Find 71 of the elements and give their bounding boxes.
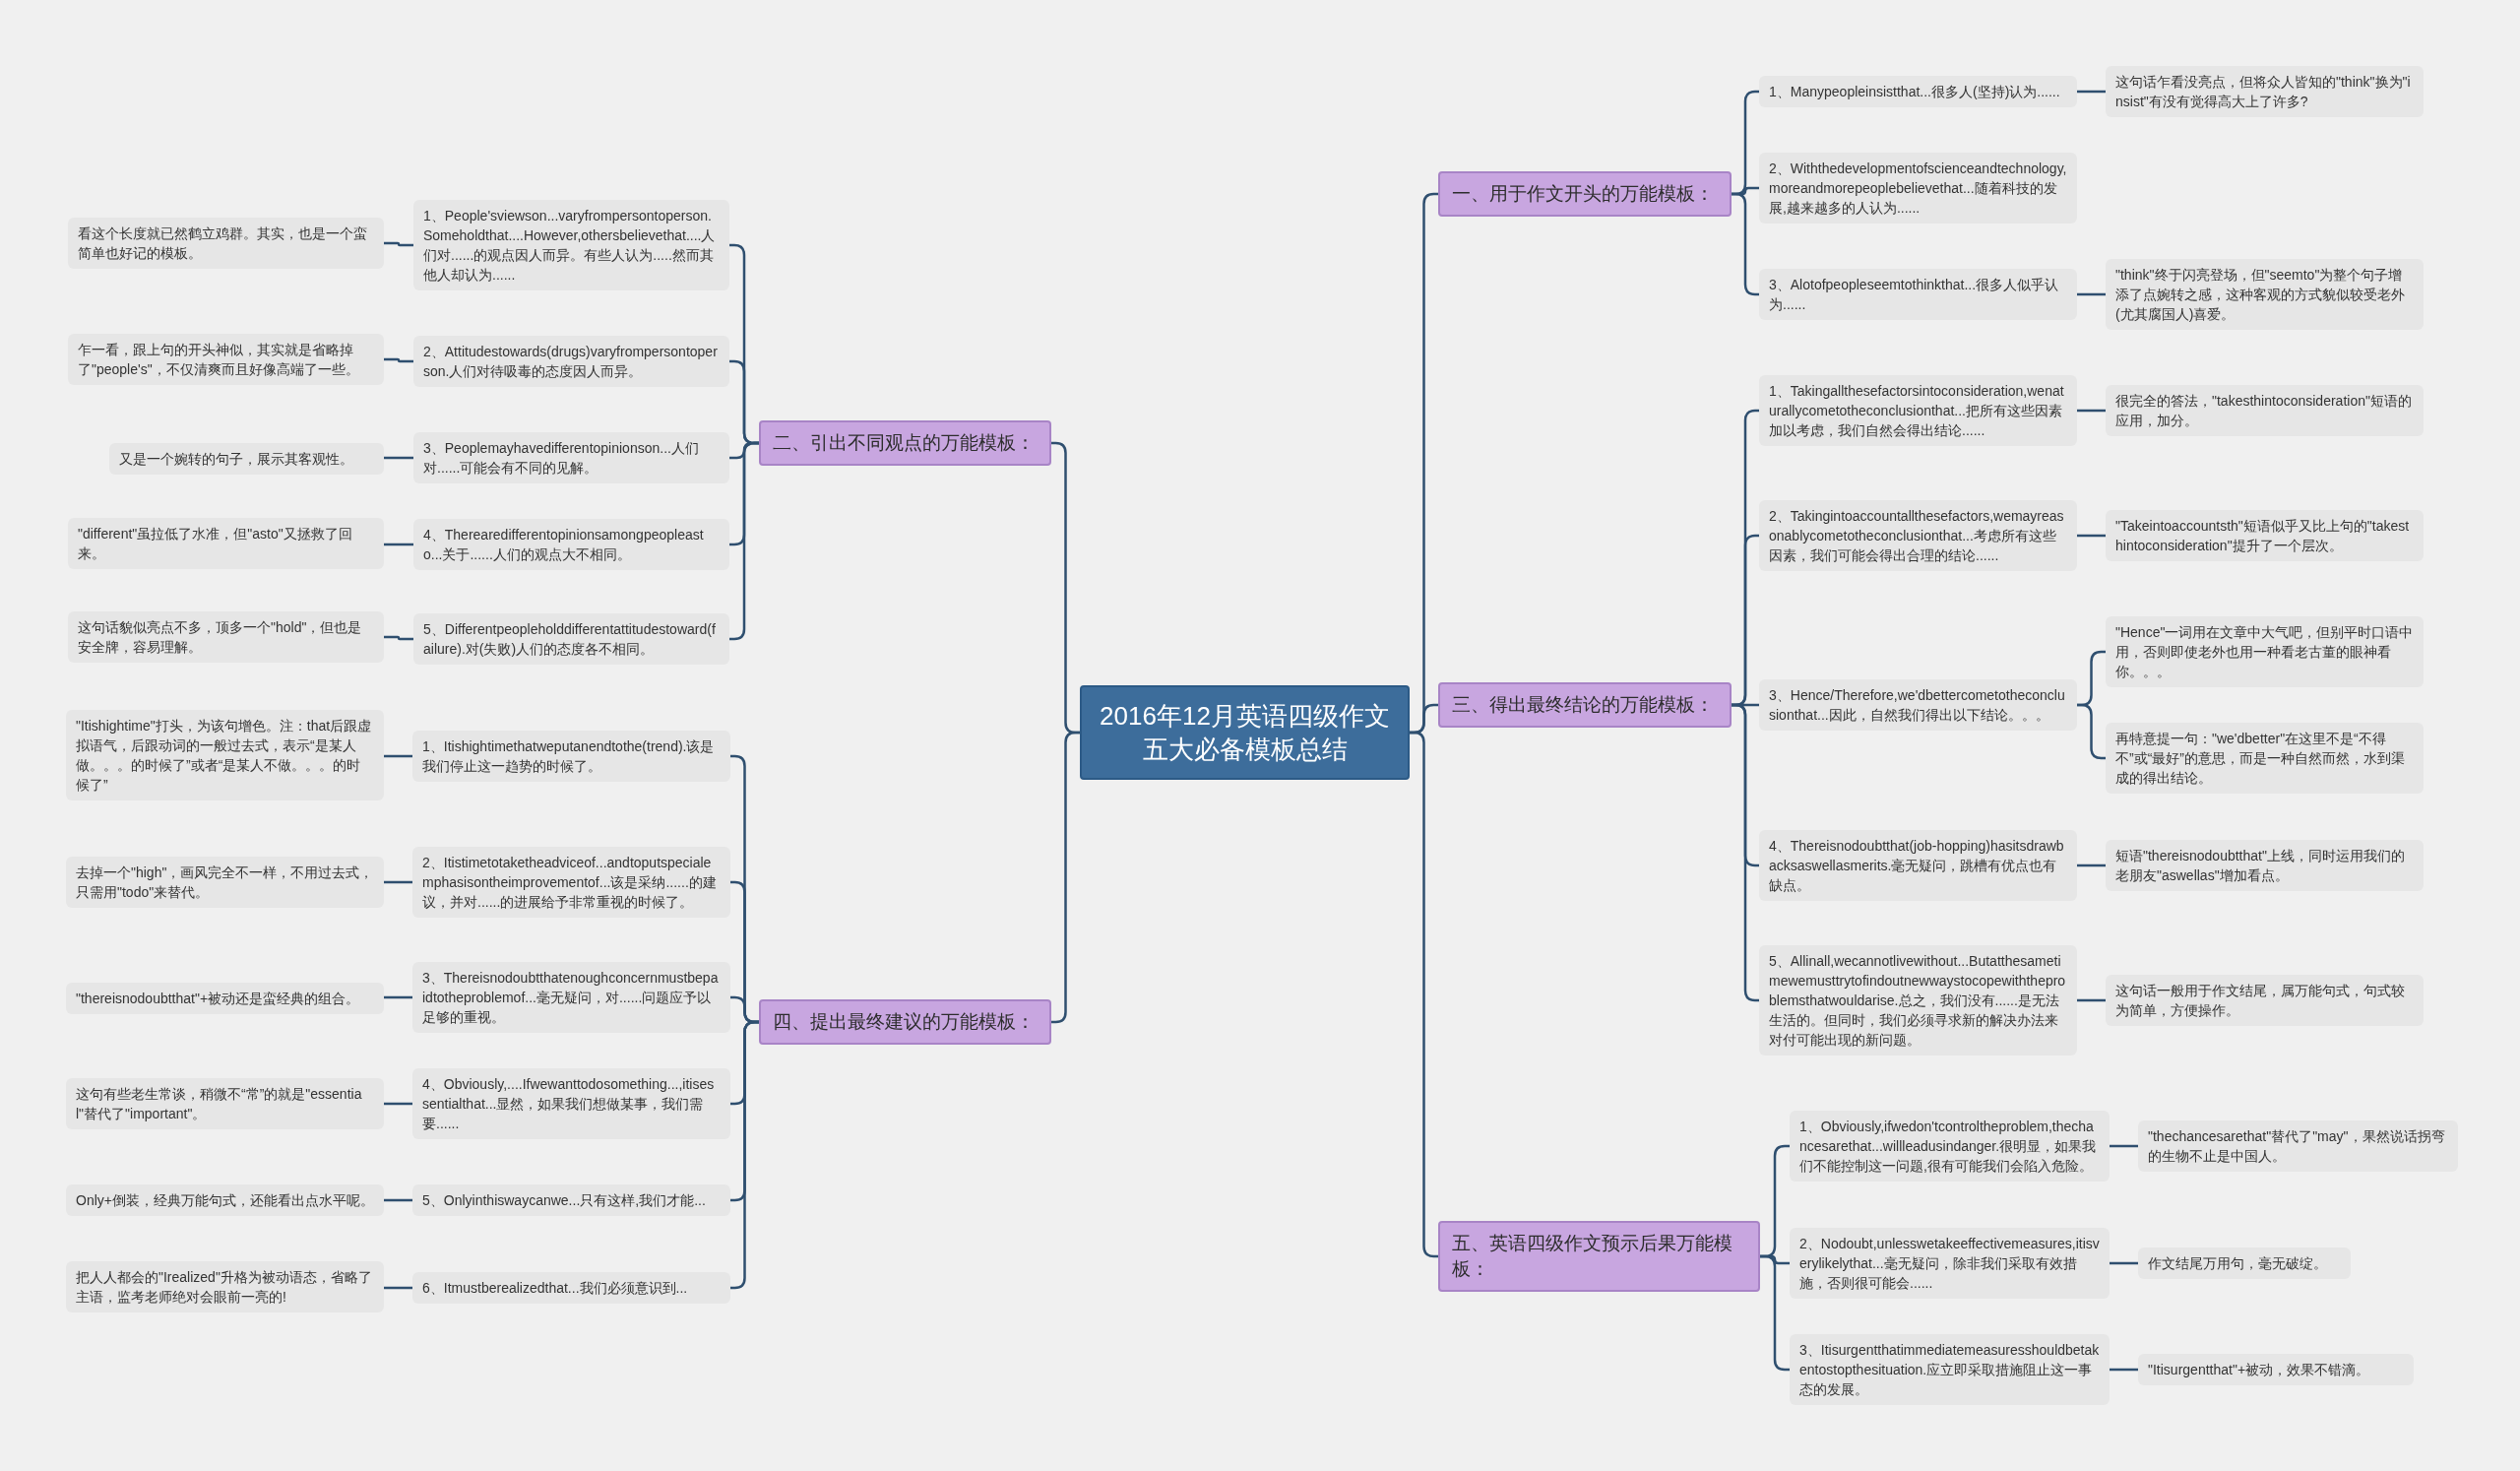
note-card: 4、Therearedifferentopinionsamongpeopleasto...关于......人们的观点大不相同。 [413,519,729,570]
note-card: 5、Differentpeopleholddifferentattitudestoward(failure).对(失败)人们的态度各不相同。 [413,613,729,665]
branch-topic: 二、引出不同观点的万能模板： [759,420,1051,466]
note-card: 5、Onlyinthiswaycanwe...只有这样,我们才能... [412,1184,730,1216]
note-card: 这句话乍看没亮点，但将众人皆知的"think"换为"insist"有没有觉得高大上了许多? [2106,66,2424,117]
note-card: 2、Nodoubt,unlesswetakeeffectivemeasures,itisverylikelythat...毫无疑问，除非我们采取有效措施，否则很可能会...... [1790,1228,2110,1299]
connector-line [2077,703,2106,760]
connector-line [384,241,413,247]
note-card: 3、Peoplemayhavedifferentopinionson...人们对......可能会有不同的见解。 [413,432,729,483]
connector-line [2077,90,2106,94]
note-card: 这句话一般用于作文结尾，属万能句式，句式较为简单，方便操作。 [2106,975,2424,1026]
note-card: 很完全的答法，"takesthintoconsideration"短语的应用，加分。 [2106,385,2424,436]
note-card: 再特意提一句："we'dbetter"在这里不是“不得不”或“最好”的意思，而是一种自然而然，水到渠成的得出结论。 [2106,723,2424,794]
note-card: 作文结尾万用句，毫无破绽。 [2138,1247,2351,1279]
note-card: 3、Thereisnodoubtthatenoughconcernmustbepaidtotheproblemof...毫无疑问，对......问题应予以足够的重视。 [412,962,730,1033]
note-card: 5、Allinall,wecannotlivewithout...Butatthesametimewemusttrytofindoutnewwaystocopewiththeproblemsthatwouldarise.总之，我们没有......是无法生活的。但同时，我们必须寻求新的解决办法来对付可能出现的新问题。 [1759,945,2077,1055]
branch-topic: 四、提出最终建议的万能模板： [759,999,1051,1045]
connector-line [384,1286,412,1290]
connector-line [384,995,412,999]
note-card: "Takeintoaccountsth"短语似乎又比上句的"takesthintoconsideration"提升了一个层次。 [2106,510,2424,561]
note-card: 1、Itishightimethatweputanendtothe(trend).该是我们停止这一趋势的时候了。 [412,731,730,782]
connector-line [2110,1144,2138,1148]
connector-line [2110,1261,2138,1265]
connector-line [2077,998,2106,1002]
note-card: "Itishightime"打头，为该句增色。注：that后跟虚拟语气，后跟动词的一般过去式，表示“是某人做。。。的时候了”或者“是某人不做。。。的时候了” [66,710,384,800]
branch-topic: 五、英语四级作文预示后果万能模板： [1438,1221,1760,1292]
note-card: 3、Alotofpeopleseemtothinkthat...很多人似乎认为...... [1759,269,2077,320]
note-card: "different"虽拉低了水准，但"asto"又拯救了回来。 [68,518,384,569]
note-card: 去掉一个"high"，画风完全不一样，不用过去式，只需用"todo"来替代。 [66,857,384,908]
branch-topic: 三、得出最终结论的万能模板： [1438,682,1732,728]
connector-line [384,1198,412,1202]
branch-topic: 一、用于作文开头的万能模板： [1438,171,1732,217]
connector-line [2077,409,2106,413]
note-card: 1、People'sviewson...varyfrompersontoperson.Someholdthat....However,othersbelievethat....人们对......的观点因人而异。有些人认为.....然而其他人却认为...... [413,200,729,290]
note-card: 短语"thereisnodoubtthat"上线，同时运用我们的老朋友"aswellas"增加看点。 [2106,840,2424,891]
note-card: "think"终于闪亮登场，但"seemto"为整个句子增添了点婉转之感，这种客观的方式貌似较受老外(尤其腐国人)喜爱。 [2106,259,2424,330]
note-card: 这句话貌似亮点不多，顶多一个"hold"，但也是安全牌，容易理解。 [68,611,384,663]
note-card: 1、Obviously,ifwedon'tcontroltheproblem,thechancesarethat...willleadusindanger.很明显，如果我们不能控制这一问题,很有可能我们会陷入危险。 [1790,1111,2110,1182]
note-card: "thechancesarethat"替代了"may"，果然说话拐弯的生物不止是中国人。 [2138,1120,2458,1172]
note-card: 4、Thereisnodoubtthat(job-hopping)hasitsdrawbacksaswellasmerits.毫无疑问，跳槽有优点也有缺点。 [1759,830,2077,901]
note-card: 6、Itmustberealizedthat...我们必须意识到... [412,1272,730,1304]
connector-line [384,880,412,884]
note-card: 3、Itisurgentthatimmediatemeasuresshouldbetakentostopthesituation.应立即采取措施阻止这一事态的发展。 [1790,1334,2110,1405]
note-card: 3、Hence/Therefore,we'dbettercometotheconclusionthat...因此，自然我们得出以下结论。。。 [1759,679,2077,731]
note-card: 把人人都会的"Irealized"升格为被动语态，省略了主语，监考老师绝对会眼前一亮的! [66,1261,384,1312]
central-topic: 2016年12月英语四级作文五大必备模板总结 [1080,685,1410,780]
note-card: 1、Takingallthesefactorsintoconsideration,wenaturallycometotheconclusionthat...把所有这些因素加以考虑，我们自然会得出结论...... [1759,375,2077,446]
connector-line [2077,863,2106,867]
note-card: 乍一看，跟上句的开头神似，其实就是省略掉了"people's"，不仅清爽而且好像高端了一些。 [68,334,384,385]
connector-line [384,357,413,363]
note-card: 1、Manypeopleinsistthat...很多人(坚持)认为...... [1759,76,2077,107]
note-card: "Hence"一词用在文章中大气吧，但别平时口语中用，否则即使老外也用一种看老古董的眼神看你。。。 [2106,616,2424,687]
note-card: 看这个长度就已然鹤立鸡群。其实，也是一个蛮简单也好记的模板。 [68,218,384,269]
connector-line [384,754,412,758]
note-card: 这句有些老生常谈，稍微不“常”的就是"essential"替代了"important"。 [66,1078,384,1129]
connector-line [384,543,413,546]
connector-line [2077,292,2106,296]
note-card: 2、Itistimetotaketheadviceof...andtoputspecialemphasisontheimprovementof...该是采纳......的建议，并对......的进展给予非常重视的时候了。 [412,847,730,918]
note-card: 2、Takingintoaccountallthesefactors,wemayreasonablycometotheconclusionthat...考虑所有这些因素，我们可能会得出合理的结论...... [1759,500,2077,571]
connector-line [384,635,413,641]
note-card: "thereisnodoubtthat"+被动还是蛮经典的组合。 [66,983,384,1014]
note-card: "Itisurgentthat"+被动，效果不错滴。 [2138,1354,2414,1385]
note-card: 2、Attitudestowards(drugs)varyfrompersontoperson.人们对待吸毒的态度因人而异。 [413,336,729,387]
note-card: 2、Withthedevelopmentofscienceandtechnology,moreandmorepeoplebelievethat...随着科技的发展,越来越多的人认为...... [1759,153,2077,224]
connector-line [2077,534,2106,538]
connector-line [384,1102,412,1106]
note-card: 又是一个婉转的句子，展示其客观性。 [109,443,384,475]
note-card: 4、Obviously,....Ifwewanttodosomething...,itisessentialthat...显然，如果我们想做某事，我们需要...... [412,1068,730,1139]
connector-line [2110,1368,2138,1372]
connector-line [384,456,413,460]
note-card: Only+倒装，经典万能句式，还能看出点水平呢。 [66,1184,384,1216]
